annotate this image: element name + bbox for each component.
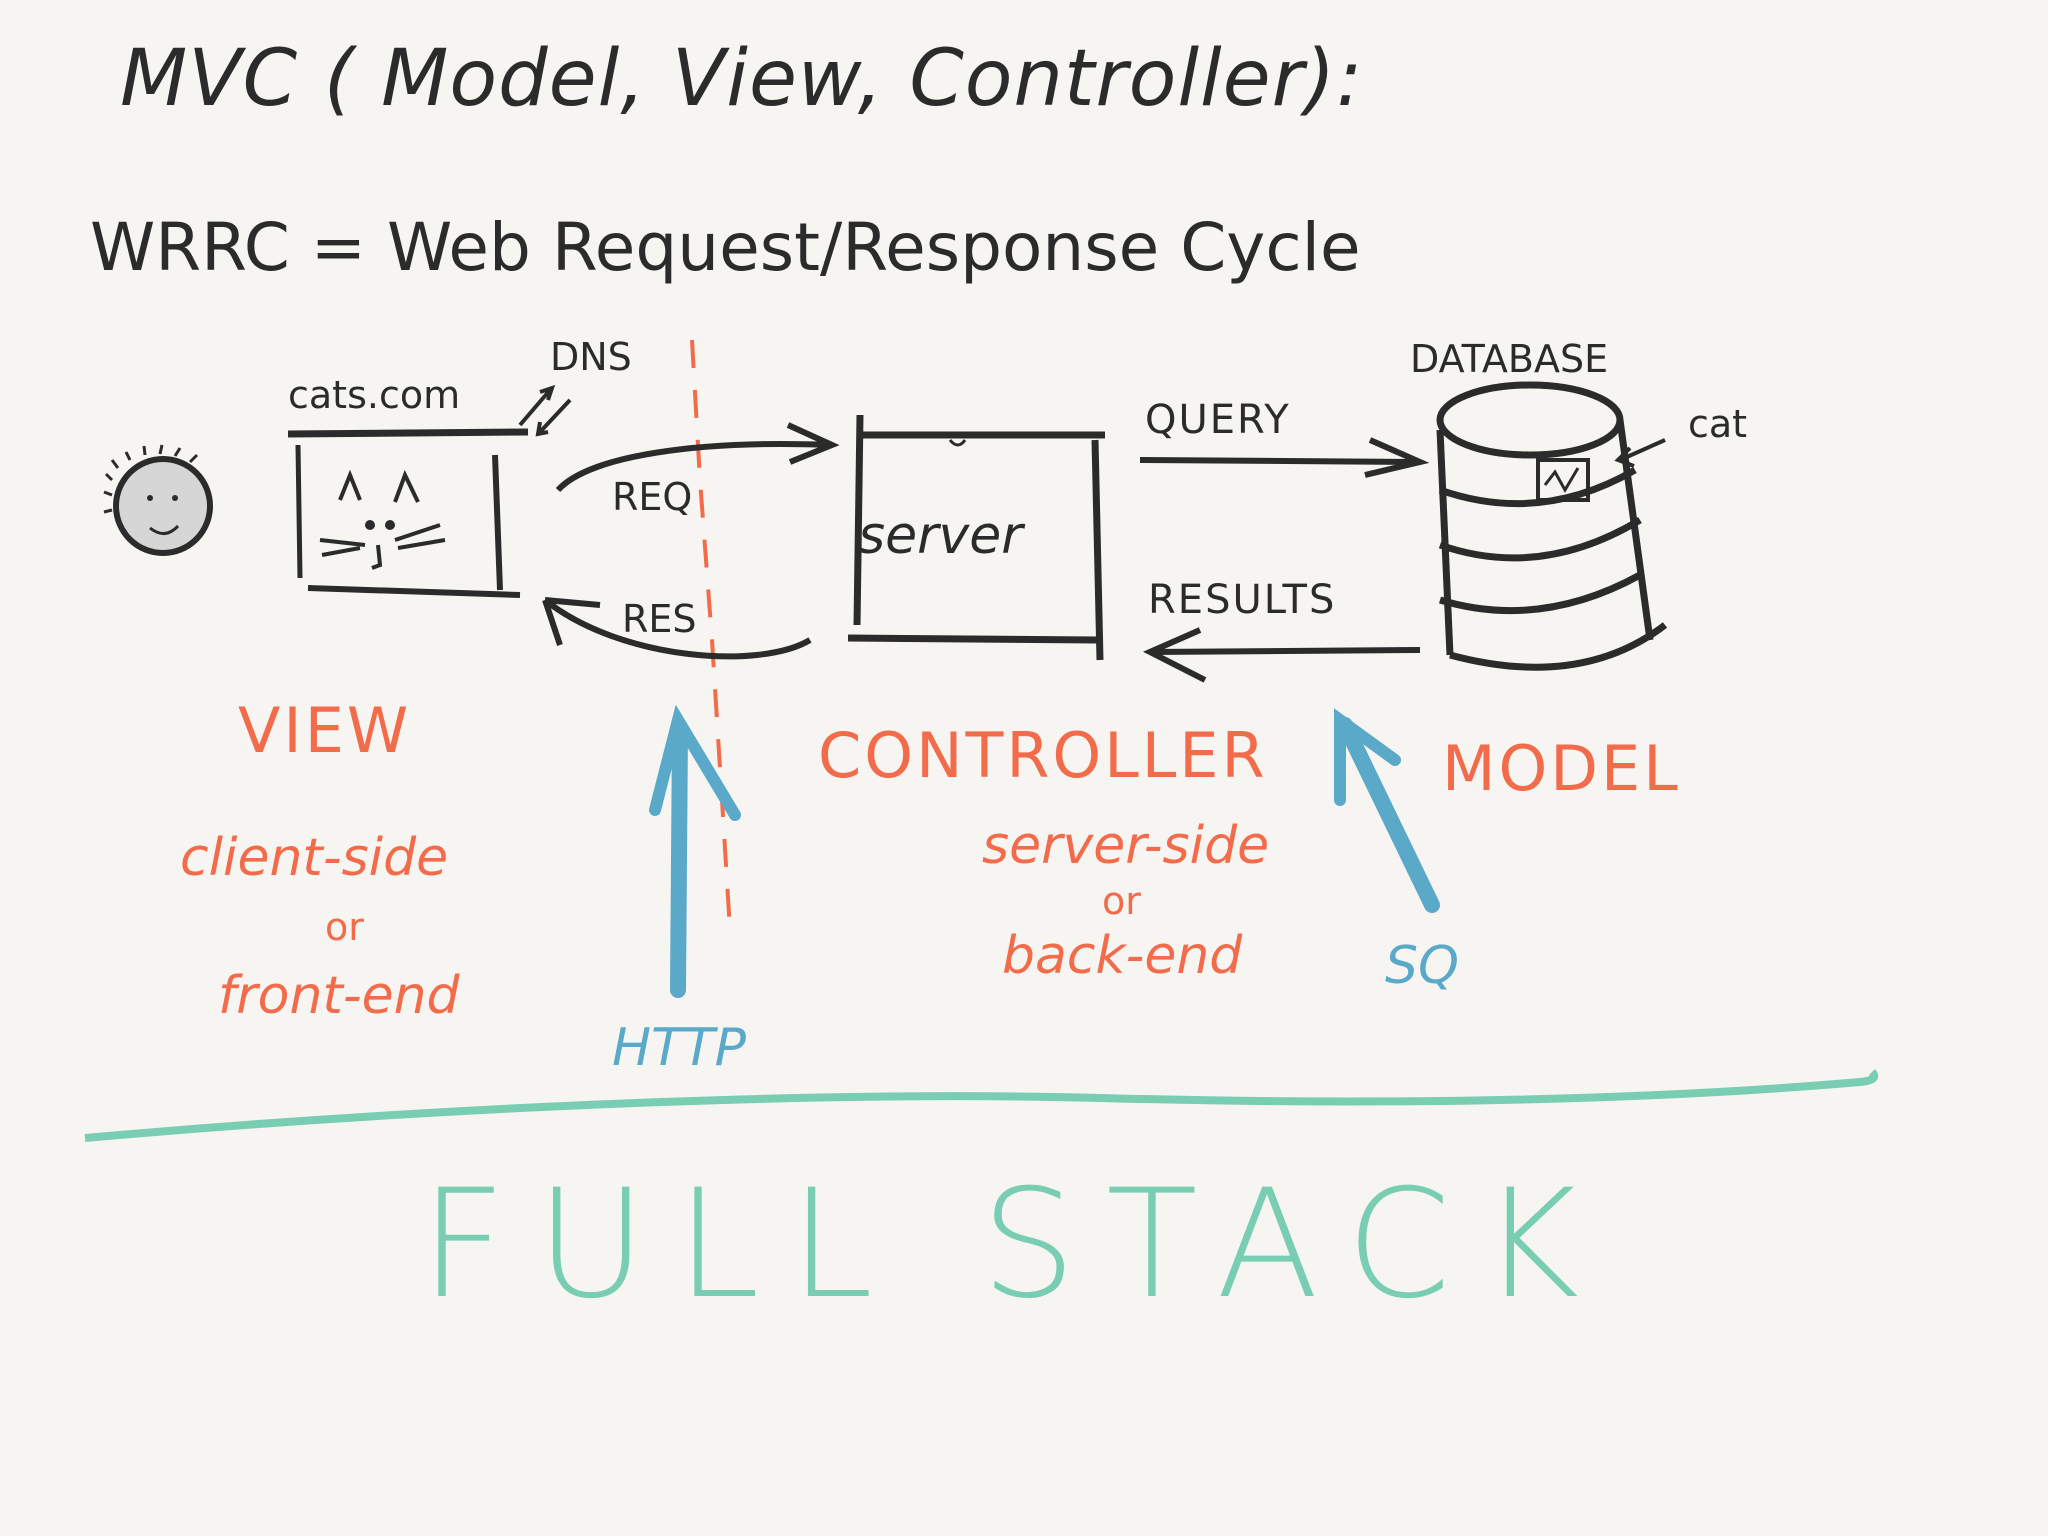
dns-label: DNS: [550, 335, 632, 379]
http-arrow: [649, 704, 741, 998]
server-box: [847, 414, 1105, 661]
cat-pointer-arrow: [1614, 438, 1666, 468]
query-label: QUERY: [1145, 397, 1291, 443]
request-arrow: [555, 422, 840, 493]
query-arrow: [1139, 437, 1430, 478]
req-label: REQ: [612, 475, 693, 519]
http-boundary-line: [690, 339, 732, 931]
page-title: MVC ( Model, View, Controller):: [120, 34, 1364, 124]
dns-arrows-icon: [518, 384, 572, 437]
cat-face-icon: [319, 469, 446, 570]
res-label: RES: [622, 597, 697, 641]
controller-or: or: [1102, 879, 1141, 923]
user-face-icon: [103, 444, 213, 556]
view-desc-front-end: front-end: [218, 966, 460, 1026]
view-heading: VIEW: [238, 694, 412, 767]
results-arrow: [1142, 627, 1421, 683]
controller-desc-server-side: server-side: [982, 816, 1270, 876]
controller-heading: CONTROLLER: [818, 719, 1268, 792]
sq-label: SQ: [1385, 936, 1459, 996]
wrrc-definition: WRRC = Web Request/Response Cycle: [90, 209, 1361, 286]
controller-desc-back-end: back-end: [1002, 926, 1243, 986]
cat-label: cat: [1688, 402, 1748, 446]
http-label: HTTP: [612, 1018, 746, 1078]
view-desc-client-side: client-side: [180, 828, 449, 888]
browser-window: [287, 428, 529, 598]
response-arrow: [542, 597, 812, 660]
model-heading: MODEL: [1442, 732, 1681, 805]
sq-arrow: [1334, 708, 1440, 913]
database-label: DATABASE: [1410, 337, 1609, 381]
server-label: server: [858, 506, 1023, 566]
full-stack-label: FULL STACK: [420, 1158, 1610, 1332]
green-divider: [84, 1069, 1879, 1142]
results-label: RESULTS: [1148, 577, 1337, 623]
site-label: cats.com: [288, 373, 461, 417]
database-icon: [1436, 381, 1668, 671]
view-or: or: [325, 905, 364, 949]
